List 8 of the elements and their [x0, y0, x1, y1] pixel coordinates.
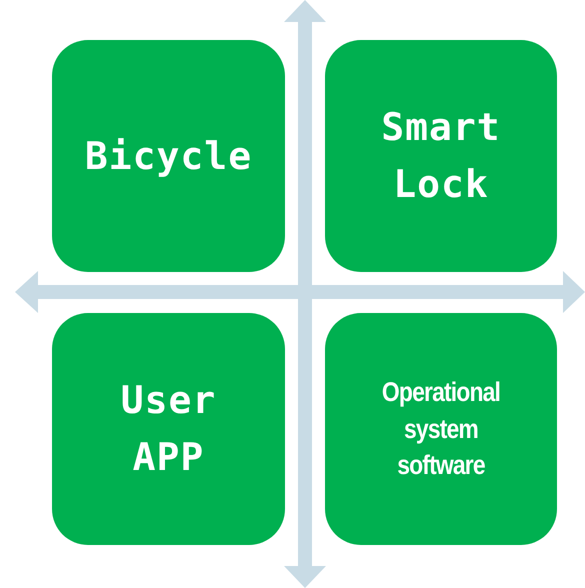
rounded-box [325, 40, 557, 272]
rounded-box [52, 40, 285, 272]
rounded-box [325, 313, 557, 545]
box-label: Operational system software [380, 376, 502, 482]
box-label: Bicycle [84, 132, 252, 180]
rounded-box [52, 313, 285, 545]
box-label: Smart Lock [380, 104, 502, 208]
box-label: User APP [120, 377, 218, 481]
